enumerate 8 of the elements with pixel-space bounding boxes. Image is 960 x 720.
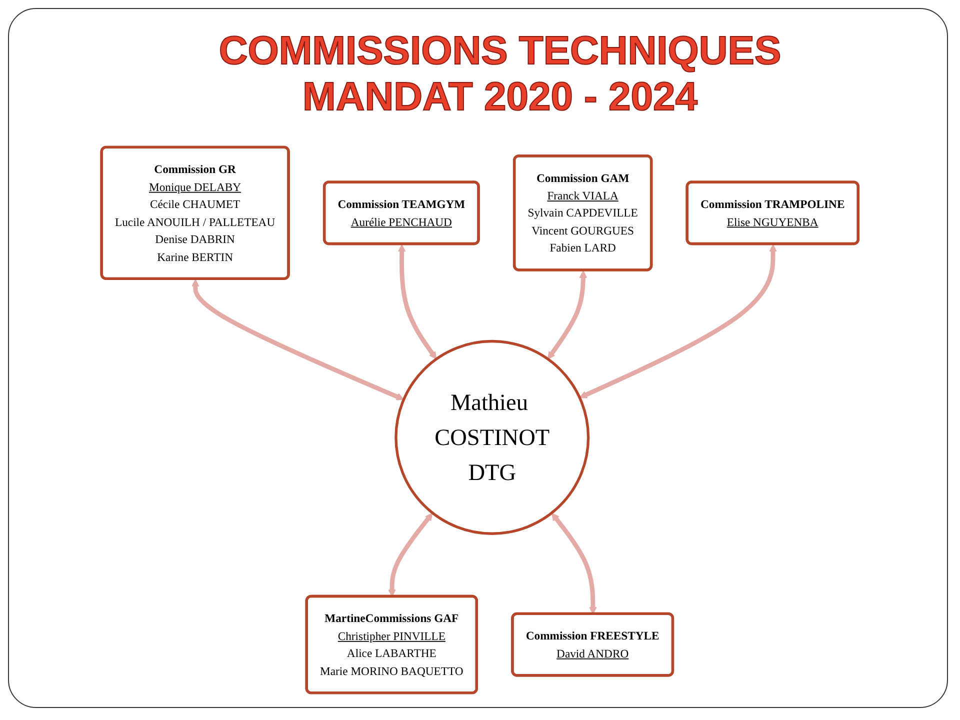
arrow bbox=[579, 244, 778, 398]
title: COMMISSIONS TECHNIQUES MANDAT 2020 - 2024 bbox=[218, 28, 782, 120]
arrow bbox=[548, 270, 588, 360]
arrow bbox=[552, 512, 598, 614]
arrow bbox=[398, 244, 437, 360]
arrow bbox=[388, 512, 433, 598]
arrow bbox=[192, 279, 404, 400]
node-circle: Mathieu COSTINOT DTG bbox=[394, 340, 590, 535]
